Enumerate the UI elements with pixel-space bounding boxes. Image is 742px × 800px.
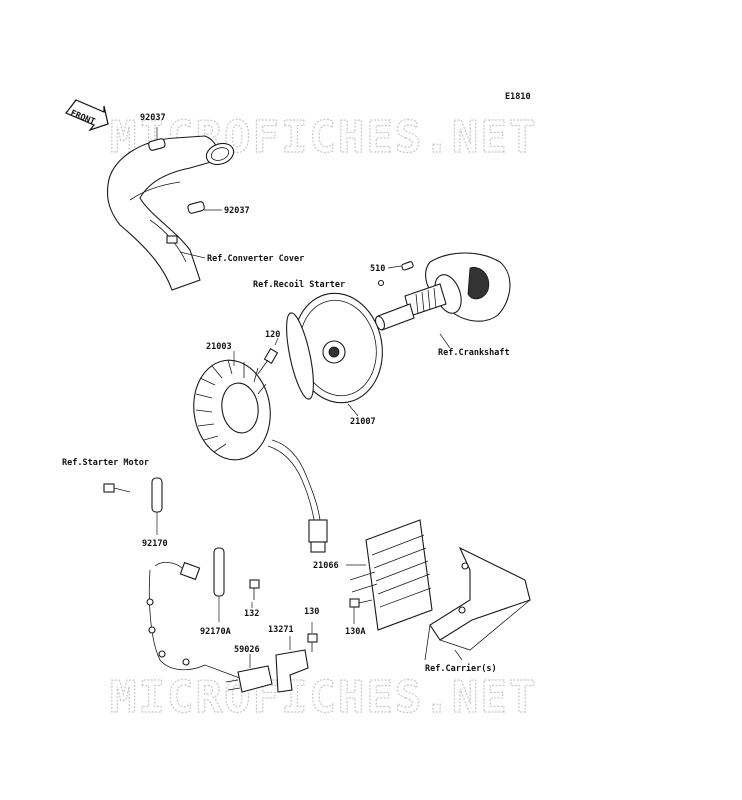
- bracket-13271: [275, 636, 309, 693]
- label-130: 130: [304, 607, 319, 617]
- label-ref-converter-cover: Ref.Converter Cover: [207, 254, 304, 264]
- starter-bolt: [103, 483, 131, 493]
- label-ref-crankshaft: Ref.Crankshaft: [438, 348, 510, 358]
- crankshaft: [374, 252, 511, 331]
- relay-59026: [225, 654, 273, 693]
- duct-clip: [166, 235, 178, 244]
- clamp-92037-top: [148, 127, 166, 151]
- front-arrow-icon: FRONT: [65, 99, 109, 132]
- label-ref-starter-motor: Ref.Starter Motor: [62, 458, 149, 468]
- cable-92170A: [146, 547, 246, 681]
- flywheel-21007: [286, 292, 383, 404]
- label-ref-recoil-starter: Ref.Recoil Starter: [253, 279, 345, 290]
- stator-harness: [267, 439, 328, 553]
- label-132: 132: [244, 609, 259, 619]
- watermark-bottom: MICROFICHES.NET: [110, 672, 537, 723]
- regulator-21066: [349, 519, 433, 631]
- label-21003: 21003: [206, 342, 232, 352]
- label-13271: 13271: [268, 625, 294, 635]
- bolt-132: [249, 579, 260, 608]
- label-92170: 92170: [142, 539, 168, 549]
- leader-21007: [347, 403, 359, 417]
- label-ref-carriers: Ref.Carrier(s): [425, 663, 497, 674]
- label-92037-top: 92037: [140, 113, 166, 123]
- stator-21003: [193, 359, 271, 461]
- recoil-starter-pin: [377, 279, 385, 287]
- label-510: 510: [370, 264, 385, 274]
- label-59026: 59026: [234, 645, 260, 655]
- diagram-code: E1810: [505, 92, 531, 102]
- leader-510: [387, 265, 402, 269]
- clamp-92037-mid: [187, 201, 222, 214]
- label-21066: 21066: [313, 561, 339, 571]
- key-510: [401, 261, 414, 271]
- label-130A: 130A: [345, 627, 365, 637]
- leader-carriers: [454, 649, 463, 661]
- cable-92170: [151, 477, 163, 535]
- leader-crankshaft: [439, 333, 451, 349]
- bolt-130: [307, 622, 318, 652]
- label-21007: 21007: [350, 417, 376, 427]
- label-92170A: 92170A: [200, 627, 231, 637]
- leader-converter-cover: [179, 251, 206, 259]
- label-120: 120: [265, 330, 280, 340]
- carrier-bracket: [424, 546, 531, 661]
- bolt-120: [257, 337, 279, 375]
- label-92037-mid: 92037: [224, 206, 250, 216]
- bolt-130A: [349, 598, 373, 624]
- air-duct: [106, 135, 235, 291]
